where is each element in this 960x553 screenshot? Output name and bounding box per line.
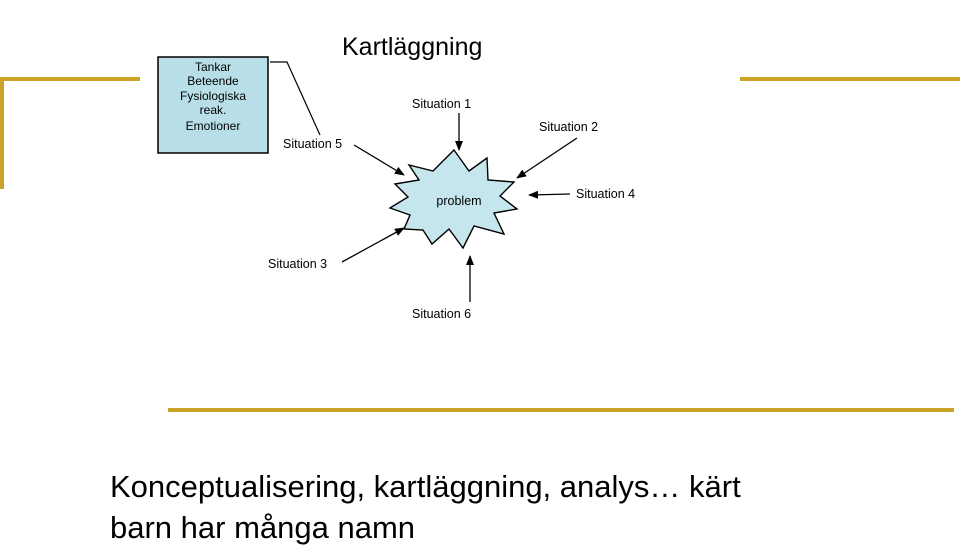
- top-right-divider: [740, 77, 960, 81]
- info-box-line-1: Tankar: [195, 60, 231, 74]
- problem-label: problem: [436, 194, 481, 208]
- middle-divider: [168, 408, 954, 412]
- caption-line-1: Konceptualisering, kartläggning, analys……: [110, 469, 741, 504]
- situation-6-label: Situation 6: [412, 307, 471, 321]
- info-box-line-5: Emotioner: [186, 119, 241, 133]
- problem-starburst: [388, 148, 519, 250]
- situation-3-arrow: [341, 227, 405, 263]
- diagram-title: Kartläggning: [342, 33, 482, 61]
- situation-2-arrow: [516, 137, 578, 179]
- situation-2-label: Situation 2: [539, 120, 598, 134]
- top-left-divider: [0, 77, 140, 81]
- situation-1-label: Situation 1: [412, 97, 471, 111]
- situation-4-arrow: [528, 190, 571, 199]
- info-box-line-3: Fysiologiska: [180, 89, 246, 103]
- caption-text: Konceptualisering, kartläggning, analys……: [110, 466, 950, 548]
- info-box-line-4: reak.: [200, 103, 227, 117]
- situation-3-label: Situation 3: [268, 257, 327, 271]
- caption-line-2: barn har många namn: [110, 510, 416, 545]
- diagram-image: Kartläggning Tankar Beteende Fysiologisk…: [142, 0, 740, 368]
- diagram-canvas: Kartläggning Tankar Beteende Fysiologisk…: [157, 33, 635, 321]
- info-box-connector: [270, 61, 321, 136]
- situation-4-label: Situation 4: [576, 187, 635, 201]
- left-vertical-divider: [0, 77, 4, 189]
- info-box: [157, 56, 269, 154]
- info-box-line-2: Beteende: [187, 74, 239, 88]
- situation-5-label: Situation 5: [283, 137, 342, 151]
- situation-5-arrow: [353, 144, 405, 176]
